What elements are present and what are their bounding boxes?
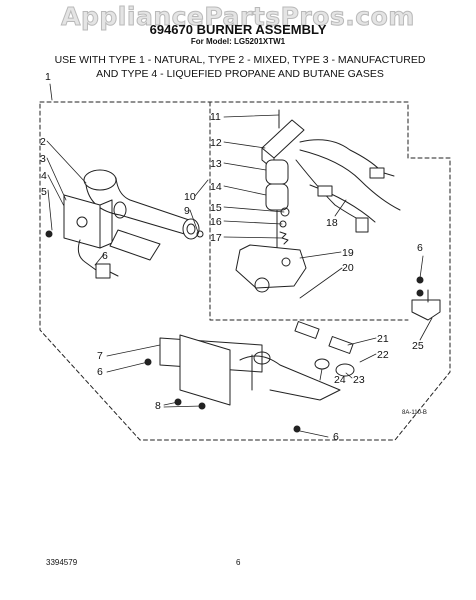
drawing-code: 8A-110-B	[402, 410, 427, 416]
callout-1: 1	[45, 71, 51, 83]
callout-17: 17	[210, 232, 222, 244]
callout-8: 8	[155, 400, 161, 412]
flame-deflector	[109, 229, 161, 261]
callout-11: 11	[210, 111, 221, 123]
burner-outline	[209, 101, 409, 321]
assembly-outline	[39, 101, 451, 441]
mounting-bracket	[63, 194, 113, 249]
callout-15: 15	[210, 202, 222, 214]
callout-2: 2	[40, 136, 46, 148]
callout-6-bottom: 6	[333, 431, 339, 443]
callout-21: 21	[377, 333, 389, 345]
usage-note: USE WITH TYPE 1 - NATURAL, TYPE 2 - MIXE…	[40, 53, 440, 81]
callout-9: 9	[184, 205, 190, 217]
side-bracket	[411, 289, 441, 321]
burner-base	[159, 334, 341, 406]
gas-orifice	[294, 321, 355, 377]
callout-22: 22	[377, 349, 389, 361]
callout-25: 25	[412, 340, 424, 352]
callout-14: 14	[210, 181, 222, 193]
callout-6-base: 6	[97, 366, 103, 378]
callout-10: 10	[184, 191, 196, 203]
callout-13: 13	[210, 158, 222, 170]
page-number: 6	[236, 558, 241, 567]
screws	[45, 230, 424, 433]
usage-line-2: AND TYPE 4 - LIQUEFIED PROPANE AND BUTAN…	[96, 68, 384, 80]
callout-4: 4	[41, 170, 47, 182]
callout-20: 20	[342, 262, 354, 274]
leader-lines	[46, 83, 433, 438]
callout-5: 5	[41, 186, 47, 198]
document-number: 3394579	[46, 558, 78, 567]
model-subtitle: For Model: LG5201XTW1	[190, 37, 286, 46]
igniter-assembly	[77, 239, 119, 279]
callout-18: 18	[326, 217, 338, 229]
diagram-title: 694670 BURNER ASSEMBLY	[149, 22, 327, 37]
watermark: AppliancePartsPros.com	[61, 2, 415, 32]
callout-6-right: 6	[417, 242, 423, 254]
wire-harness	[295, 139, 401, 233]
callout-24: 24	[334, 374, 346, 386]
callout-16: 16	[210, 216, 222, 228]
usage-line-1: USE WITH TYPE 1 - NATURAL, TYPE 2 - MIXE…	[54, 54, 426, 66]
callout-7: 7	[97, 350, 103, 362]
valve-column	[235, 119, 307, 293]
callout-23: 23	[353, 374, 365, 386]
callout-3: 3	[40, 153, 46, 165]
callout-12: 12	[210, 137, 222, 149]
callout-19: 19	[342, 247, 354, 259]
callout-6-igniter: 6	[102, 250, 108, 262]
